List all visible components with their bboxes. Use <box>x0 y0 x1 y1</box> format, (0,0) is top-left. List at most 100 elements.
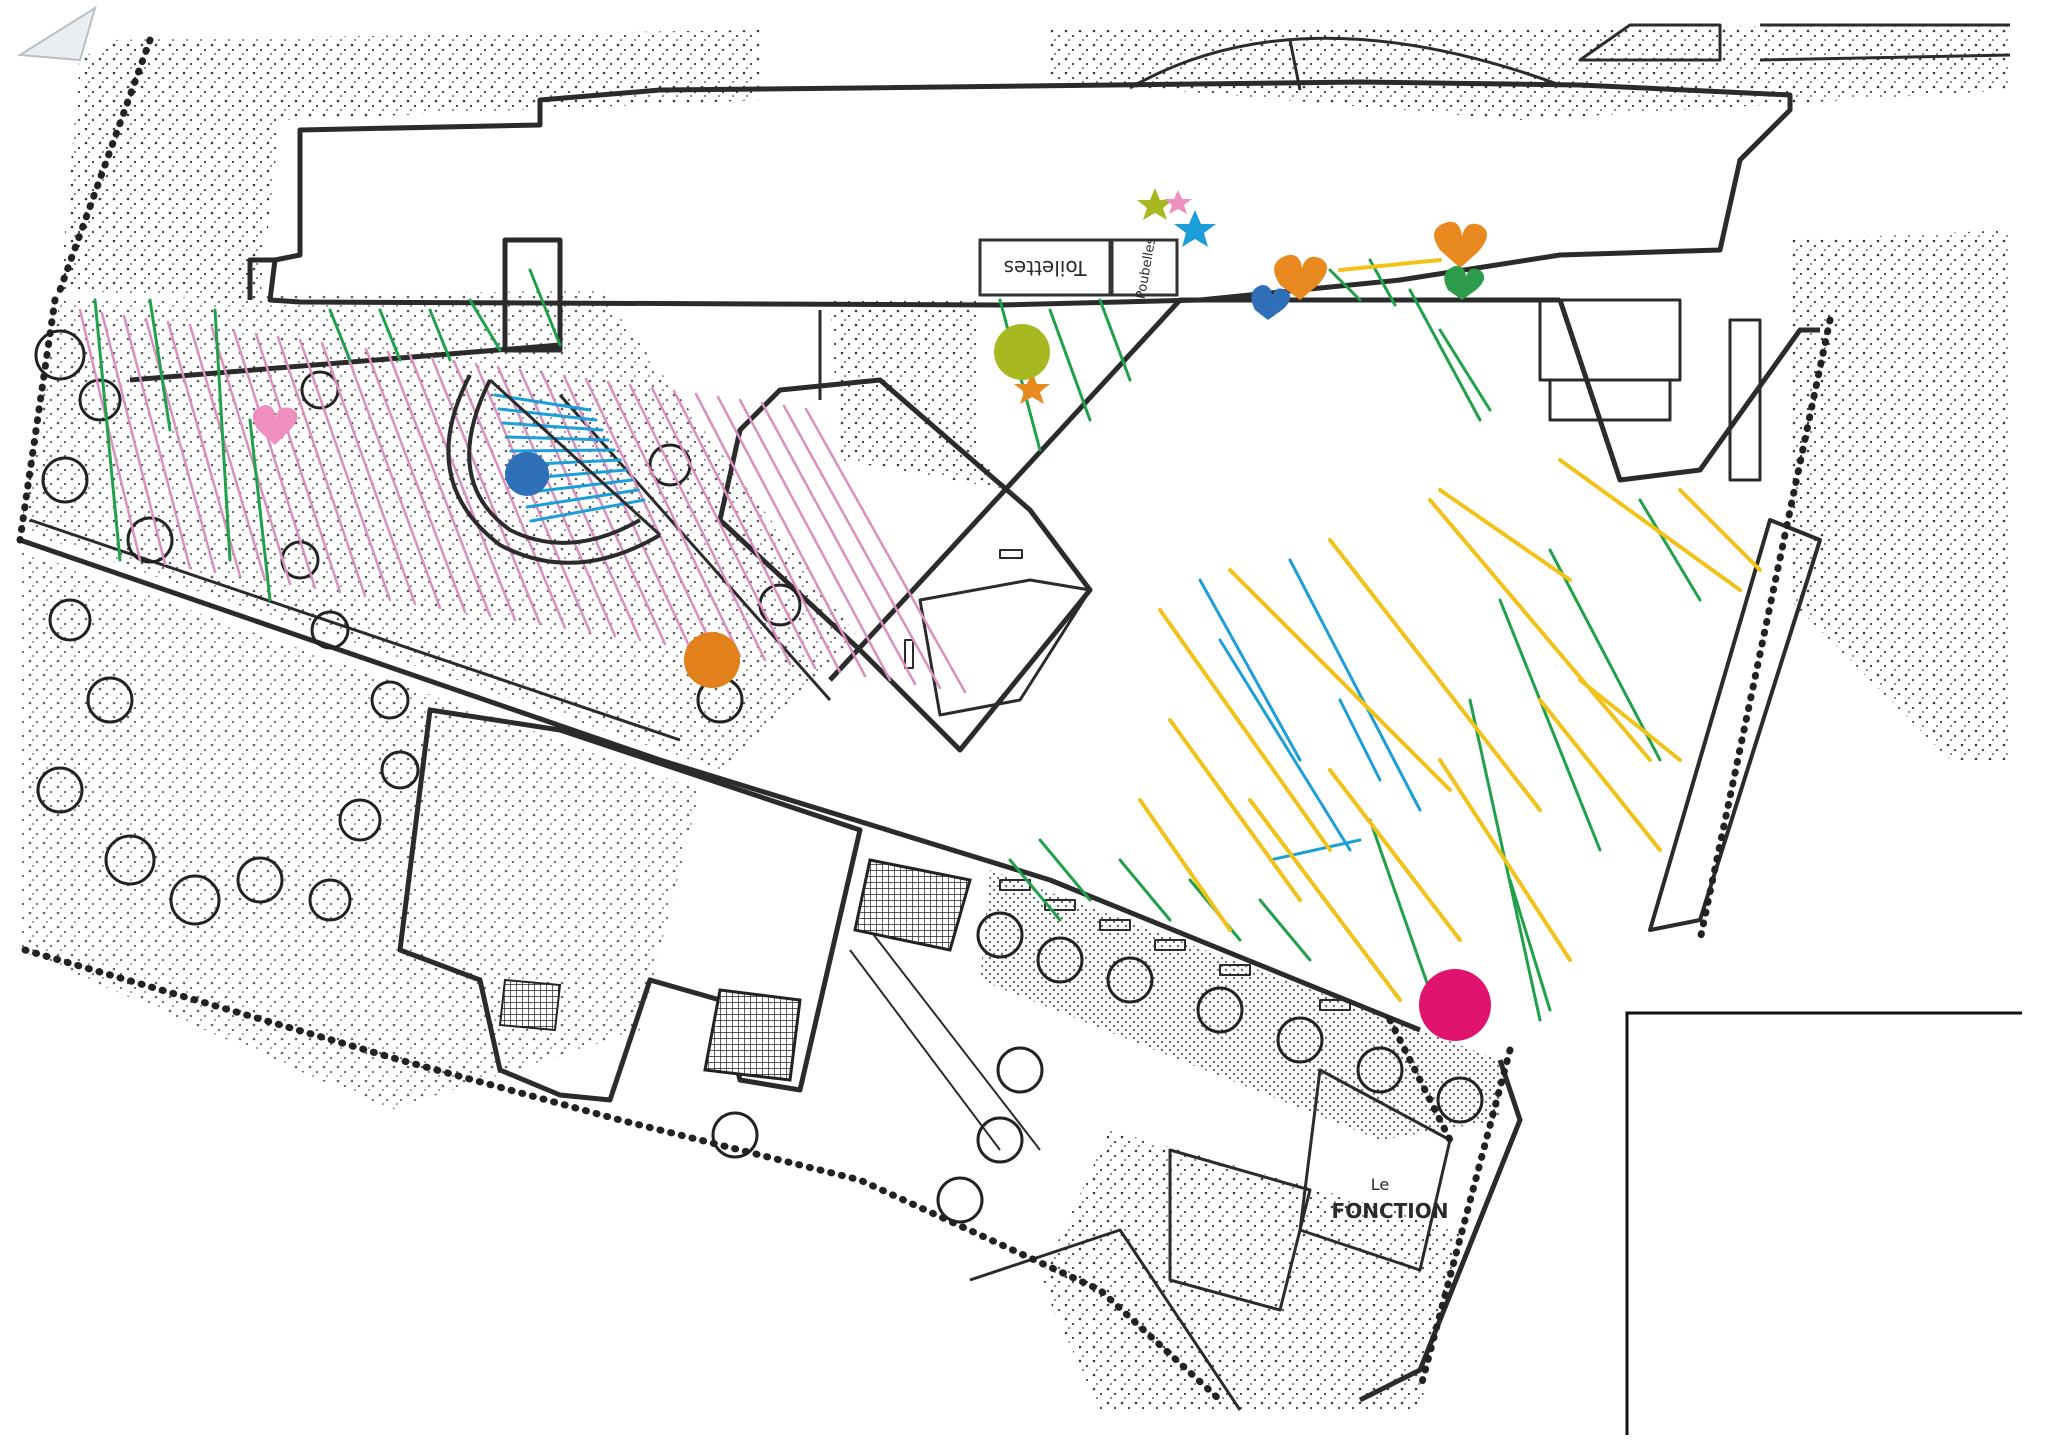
blue-hatch-line <box>505 435 610 442</box>
blue-hatch-line <box>1218 638 1352 852</box>
blue-hatch-line <box>509 448 616 453</box>
pink-hatch-line <box>606 380 742 658</box>
blue-hatch-line <box>1198 578 1302 762</box>
star-orange-icon <box>1014 372 1050 404</box>
tree-icon <box>126 516 174 564</box>
green-hatch-line <box>1118 858 1172 922</box>
heart-blue-icon <box>1251 285 1291 320</box>
building-outlines <box>19 23 2011 1411</box>
tree-icon <box>976 911 1024 959</box>
tree-icon <box>48 598 92 642</box>
pink-hatch-line <box>804 407 967 694</box>
blue-zone-marker <box>505 452 549 496</box>
green-hatch-line <box>528 268 562 347</box>
yellow-hatch-line <box>1328 768 1462 942</box>
yellow-hatch-line <box>1538 698 1662 852</box>
star-pink-icon <box>1164 190 1192 214</box>
olive-zone-marker <box>994 324 1050 380</box>
pink-hatch-line <box>298 338 392 602</box>
tree-icon <box>338 798 382 842</box>
green-hatch-line <box>1438 328 1492 412</box>
green-hatch-line <box>93 298 122 562</box>
tree-icon <box>1036 936 1084 984</box>
green-hatch-line <box>148 298 172 432</box>
star-blue-icon <box>1174 210 1216 247</box>
pink-hatch-line <box>738 398 892 682</box>
tree-icon <box>1276 1016 1324 1064</box>
tree-icon <box>104 834 156 886</box>
toilettes-box: Toilettes <box>978 238 1112 297</box>
tree-icon <box>1196 986 1244 1034</box>
fonction-label: FONCTION <box>1332 1199 1449 1223</box>
yellow-hatch-line <box>1338 258 1442 272</box>
green-hatch-line <box>328 308 352 362</box>
tree-icon <box>380 750 420 790</box>
yellow-hatch-line <box>1228 568 1452 792</box>
blue-hatch-line <box>497 407 598 422</box>
green-hatch-line <box>1408 288 1482 422</box>
pink-hatch-line <box>342 344 442 610</box>
pink-hatch-line <box>386 350 492 618</box>
green-hatch-line <box>378 308 402 362</box>
blue-hatch-line <box>501 421 604 432</box>
pink-hatch-line <box>584 377 717 654</box>
yellow-hatched-zone <box>1138 258 1762 1002</box>
green-hatch-line <box>1038 838 1092 902</box>
blue-hatch-line <box>1288 558 1422 812</box>
pink-hatch-line <box>210 326 292 586</box>
dotted-boundaries <box>16 36 1834 1404</box>
stippled-areas <box>20 25 2010 1410</box>
pink-hatch-line <box>452 359 567 630</box>
pink-hatch-line <box>144 317 217 574</box>
poubelles-box: Poubelles <box>1110 236 1179 300</box>
green-hatch-line <box>1258 898 1312 962</box>
heart-pink-icon <box>252 405 298 445</box>
tree-icon <box>34 329 86 381</box>
pink-hatch-line <box>78 308 142 562</box>
pink-hatch-line <box>562 374 692 650</box>
green-hatch-line <box>1098 298 1132 382</box>
yellow-hatch-line <box>1158 608 1332 852</box>
green-hatch-line <box>1498 598 1602 852</box>
pink-hatch-line <box>694 392 842 674</box>
yellow-hatch-line <box>1438 758 1572 962</box>
stickers <box>252 188 1491 1041</box>
pink-hatch-line <box>672 389 817 670</box>
pink-hatch-line <box>628 383 767 662</box>
yellow-hatch-line <box>1328 538 1542 812</box>
trees <box>34 329 1484 1224</box>
green-hatch-line <box>1508 878 1552 1012</box>
pink-hatch-line <box>232 329 317 590</box>
tree-icon <box>36 766 84 814</box>
amphitheater <box>446 374 662 565</box>
green-hatch-line <box>1548 548 1662 762</box>
tree-icon <box>370 680 410 720</box>
blue-hatch-line <box>1338 698 1382 782</box>
pink-hatch-line <box>100 311 167 566</box>
pink-hatch-line <box>364 347 467 614</box>
toilettes-label: Toilettes <box>1004 256 1088 280</box>
green-hatch-line <box>1328 268 1362 302</box>
yellow-hatch-line <box>1578 678 1682 762</box>
blue-hatch-line <box>1268 838 1362 862</box>
pink-hatch-line <box>650 386 792 666</box>
pink-hatch-line <box>782 404 942 690</box>
pink-hatch-line <box>276 335 367 598</box>
yellow-hatch-line <box>1248 798 1402 1002</box>
blue-hatch-line <box>521 478 634 495</box>
green-hatch-line <box>1048 308 1092 422</box>
yellow-hatch-line <box>1438 488 1572 582</box>
tree-icon <box>1436 1076 1484 1124</box>
green-hatch-line <box>213 308 232 562</box>
pink-hatch-line <box>122 314 192 570</box>
tree-icon <box>78 378 122 422</box>
tree-icon <box>310 610 350 650</box>
tree-icon <box>236 856 284 904</box>
tree-icon <box>41 456 89 504</box>
pink-hatch-line <box>408 353 517 622</box>
fonction-label-group: Le FONCTION <box>1332 1175 1449 1223</box>
green-hatch-line <box>468 298 502 352</box>
pink-hatch-line <box>716 395 867 678</box>
pink-hatch-line <box>254 332 342 594</box>
